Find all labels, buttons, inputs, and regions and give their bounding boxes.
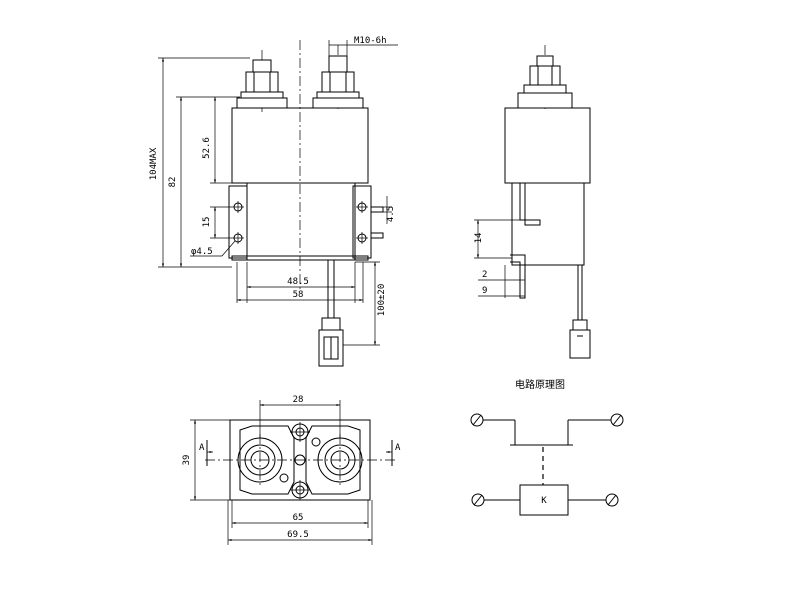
hole-diameter-label: φ4.5	[191, 247, 213, 257]
section-left-label: A	[199, 443, 205, 453]
bottom-overall-width-label: 69.5	[287, 530, 309, 540]
side-bracket	[510, 183, 541, 299]
dim-terminal-spacing: 28	[259, 395, 341, 438]
thread-label: M10-6h	[354, 36, 387, 46]
front-right-bracket	[352, 185, 384, 259]
side-offset-label: 2	[482, 270, 487, 280]
body-width-label: 48.5	[287, 277, 309, 287]
bracket-width-label: 58	[293, 290, 304, 300]
right-terminal	[312, 45, 364, 112]
bottom-right-terminal	[317, 434, 363, 486]
dim-upper-height: 52.6	[202, 97, 232, 184]
dim-wire-length: 100±20	[343, 261, 387, 346]
side-view: 14 2 9	[474, 45, 591, 359]
bottom-small-holes	[279, 422, 321, 500]
terminal-bottom-right	[605, 493, 619, 507]
upper-height-label: 52.6	[202, 137, 212, 159]
dim-bottom-overall-width: 69.5	[227, 500, 373, 545]
front-left-bracket	[228, 185, 248, 259]
bottom-view: A A 28 39 65 69.5	[182, 395, 401, 545]
dim-mid-height: 82	[168, 96, 240, 267]
dim-thread: M10-6h	[328, 36, 398, 56]
side-upper-body	[504, 107, 591, 184]
side-wire-connector	[569, 265, 591, 359]
bottom-height-label: 39	[182, 455, 192, 466]
side-depth-label: 9	[482, 286, 487, 296]
dim-bottom-height: 39	[182, 419, 230, 501]
side-terminal	[517, 55, 573, 109]
front-view: M10-6h 104MAX 82 52.6 15 φ4.5	[149, 36, 398, 367]
section-marker-right: A	[386, 440, 401, 466]
dim-hole-pitch: 15	[202, 206, 232, 239]
dim-bottom-hole-pitch: 65	[231, 500, 369, 528]
dim-tab: 4.5	[383, 196, 396, 224]
front-lower-body	[246, 182, 356, 261]
bottom-left-terminal	[237, 434, 283, 486]
terminal-spacing-label: 28	[293, 395, 304, 405]
dim-overall-height: 104MAX	[149, 57, 250, 268]
bottom-right-block	[305, 425, 361, 495]
dim-side-bracket-height: 14	[474, 219, 520, 259]
section-marker-left: A	[199, 440, 213, 466]
circuit-diagram: 电路原理图 K	[470, 378, 624, 516]
dim-side-depth: 9	[478, 286, 525, 297]
dim-body-width: 48.5	[246, 262, 356, 303]
hole-pitch-label: 15	[202, 217, 212, 228]
section-right-label: A	[395, 443, 401, 453]
side-lower-body	[511, 182, 585, 266]
overall-height-label: 104MAX	[149, 147, 159, 180]
wire-length-label: 100±20	[377, 284, 387, 317]
tab-label: 4.5	[386, 206, 396, 222]
terminal-top-right	[610, 413, 624, 427]
dim-hole-diameter: φ4.5	[190, 240, 236, 257]
dim-bracket-width: 58	[236, 262, 364, 303]
main-contact	[470, 413, 624, 446]
left-terminal	[236, 50, 288, 112]
side-bracket-height-label: 14	[474, 233, 484, 244]
bottom-hole-pitch-label: 65	[293, 513, 304, 523]
circuit-title: 电路原理图	[515, 378, 565, 391]
dim-side-offset: 2	[478, 265, 525, 298]
coil: K	[471, 484, 619, 516]
bottom-left-block	[239, 425, 295, 495]
mid-height-label: 82	[168, 177, 178, 188]
front-wire-connector	[318, 260, 344, 367]
front-base-plate	[231, 255, 369, 261]
coil-label: K	[541, 496, 547, 506]
